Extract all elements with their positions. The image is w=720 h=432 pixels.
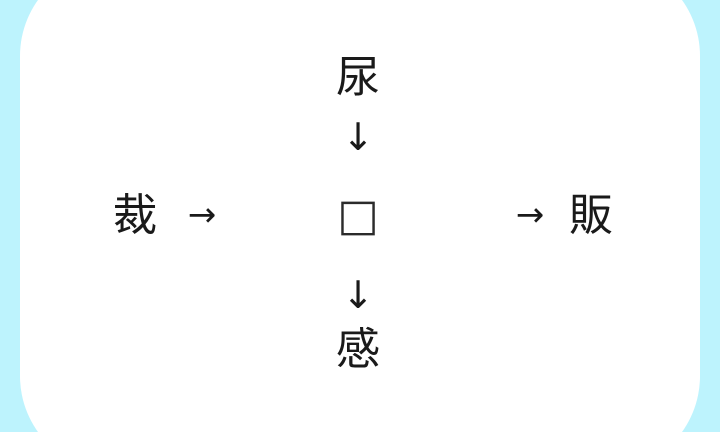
kanji-top: 尿 — [336, 52, 380, 103]
arrow-down-top-icon: ↓ — [342, 115, 374, 159]
kanji-left: 裁 — [113, 190, 157, 241]
arrow-down-bottom-icon: ↓ — [342, 273, 374, 317]
arrow-right-left-icon: → — [187, 195, 217, 235]
arrow-right-right-icon: → — [515, 195, 545, 235]
kanji-bottom: 感 — [336, 324, 380, 375]
kanji-right: 販 — [569, 190, 613, 241]
answer-box[interactable]: □ — [337, 190, 379, 241]
white-card — [20, 0, 700, 432]
